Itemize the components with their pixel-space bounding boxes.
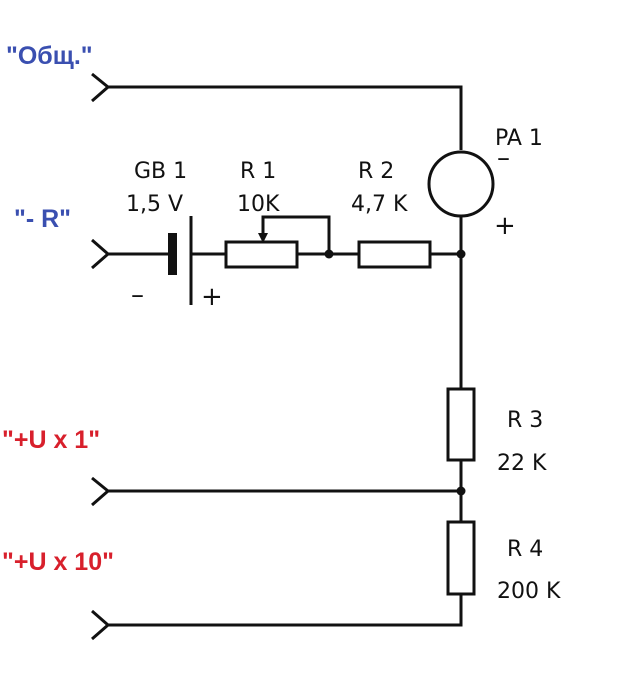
r1-name-label: R 1 — [240, 159, 276, 184]
pa1-name-label: PA 1 — [495, 126, 543, 151]
wire-common — [108, 85, 463, 150]
gb1-value-label: 1,5 V — [126, 192, 183, 217]
terminal-plus-u1-connector — [91, 476, 111, 507]
wire-plus-u10 — [108, 594, 463, 627]
r1-value-label: 10K — [237, 192, 280, 217]
gb1-name-label: GB 1 — [134, 159, 187, 184]
resistor-r3 — [446, 387, 476, 462]
r1-wiper-arrow — [258, 233, 268, 243]
terminal-label-plus-u1: "+U x 1" — [2, 426, 100, 454]
gb1-plus-sign: + — [201, 282, 223, 312]
r2-name-label: R 2 — [358, 159, 394, 184]
terminal-minus-r-connector — [91, 238, 111, 270]
r1-wiper-wire — [261, 215, 331, 254]
pa1-plus-sign: + — [494, 211, 516, 241]
r2-value-label: 4,7 K — [351, 192, 408, 217]
terminal-label-plus-u10: "+U x 10" — [2, 548, 114, 576]
resistor-r1 — [224, 240, 299, 269]
ammeter-pa1 — [427, 150, 495, 218]
pa1-minus-sign: – — [497, 143, 510, 173]
terminal-label-common: "Общ." — [6, 42, 93, 70]
terminal-common-connector — [91, 72, 111, 103]
r3-value-label: 22 K — [497, 451, 547, 476]
r4-value-label: 200 K — [497, 579, 561, 604]
terminal-label-minus-r: "- R" — [14, 205, 71, 233]
battery-gb1-negative-plate — [168, 233, 177, 275]
gb1-minus-sign: – — [131, 280, 144, 310]
junction-dot-r1 — [324, 249, 334, 259]
resistor-r4 — [446, 520, 476, 596]
r3-name-label: R 3 — [507, 408, 543, 433]
resistor-r2 — [357, 240, 432, 269]
terminal-plus-u10-connector — [91, 609, 111, 641]
r4-name-label: R 4 — [507, 537, 543, 562]
